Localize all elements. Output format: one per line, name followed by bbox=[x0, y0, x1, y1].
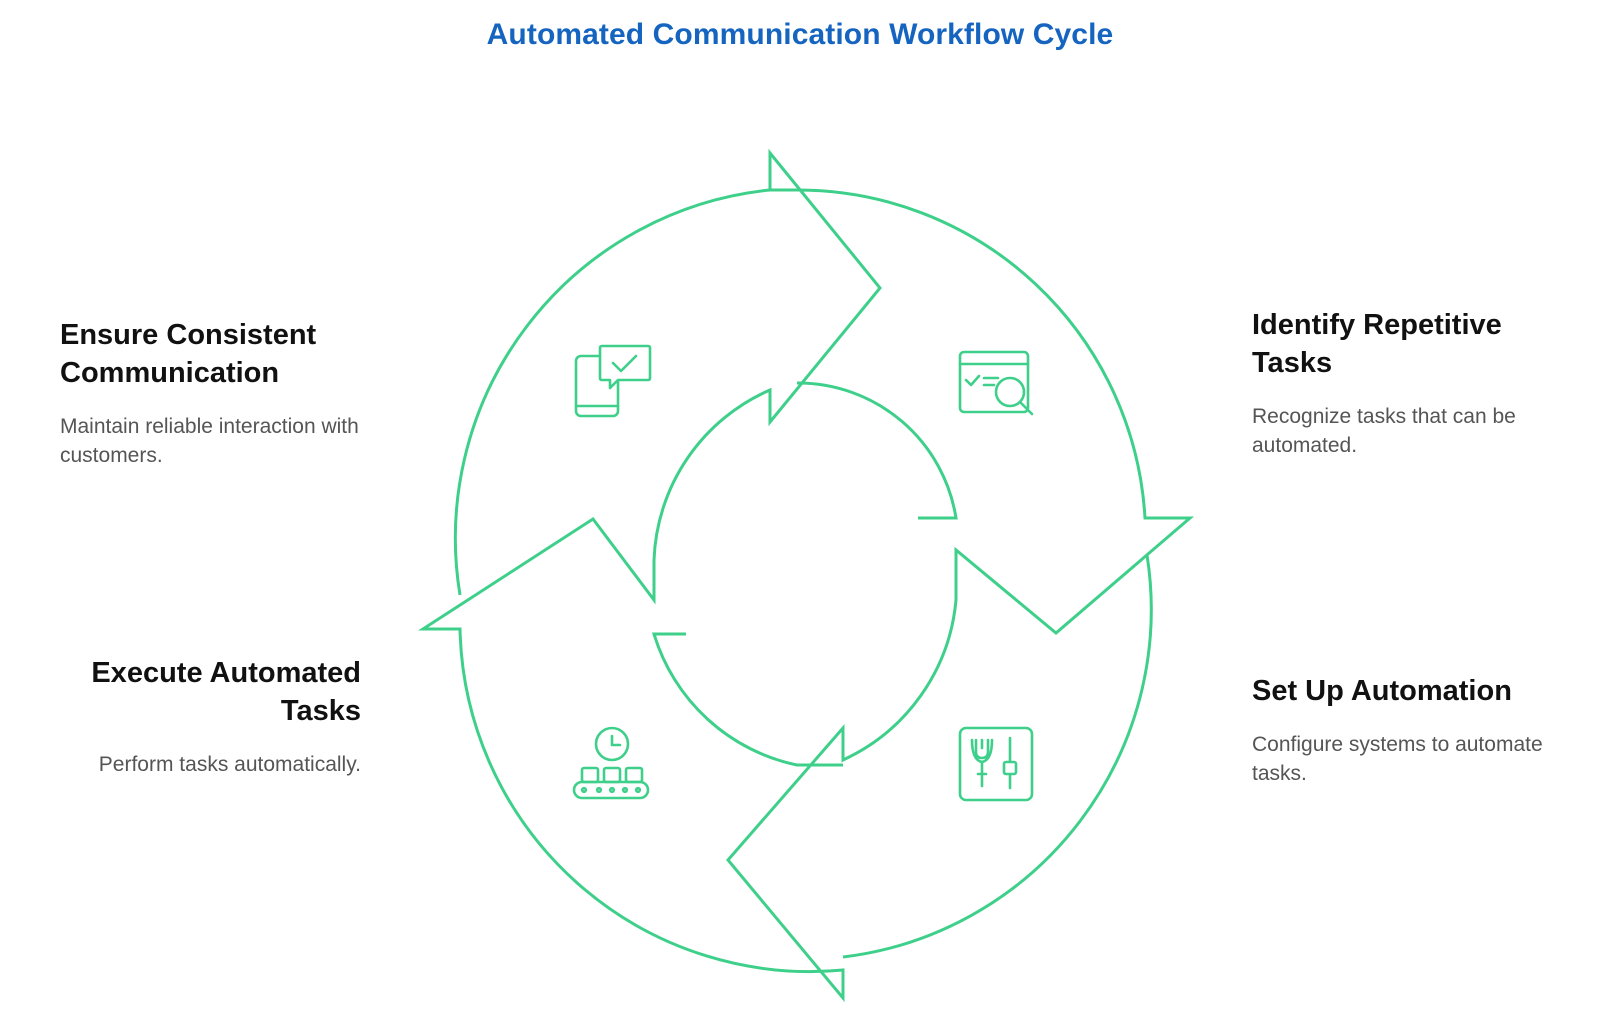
step-description: Maintain reliable interaction with custo… bbox=[60, 415, 359, 467]
step-set-up-automation: Set Up Automation Configure systems to a… bbox=[1252, 672, 1572, 788]
step-heading: Execute Automated Tasks bbox=[91, 657, 361, 727]
conveyor-clock-icon bbox=[572, 726, 650, 800]
tools-settings-icon bbox=[958, 726, 1034, 802]
step-identify-repetitive-tasks: Identify Repetitive Tasks Recognize task… bbox=[1252, 306, 1572, 460]
search-window-icon bbox=[958, 350, 1034, 416]
step-description: Perform tasks automatically. bbox=[98, 753, 361, 776]
step-description: Configure systems to automate tasks. bbox=[1252, 733, 1543, 785]
step-description: Recognize tasks that can be automated. bbox=[1252, 405, 1516, 457]
step-heading: Ensure Consistent Communication bbox=[60, 319, 317, 389]
step-heading: Identify Repetitive Tasks bbox=[1252, 309, 1502, 379]
cycle-outer-right bbox=[842, 554, 1153, 959]
page-title: Automated Communication Workflow Cycle bbox=[486, 18, 1114, 51]
step-heading: Set Up Automation bbox=[1252, 675, 1512, 707]
cycle-arrow-ring bbox=[417, 148, 1195, 1003]
step-ensure-consistent-communication: Ensure Consistent Communication Maintain… bbox=[60, 316, 390, 470]
cycle-inner-top bbox=[796, 381, 958, 520]
device-chat-check-icon bbox=[574, 344, 652, 418]
cycle-inner-left bbox=[651, 632, 843, 767]
cycle-outer-left bbox=[453, 188, 771, 596]
step-execute-automated-tasks: Execute Automated Tasks Perform tasks au… bbox=[40, 654, 361, 779]
